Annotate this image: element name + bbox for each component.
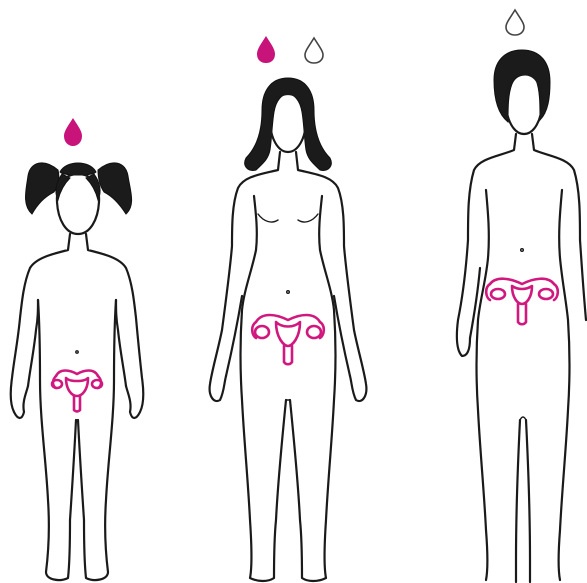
drop-filled-icon <box>257 36 275 63</box>
hair-long <box>245 78 332 170</box>
figure-adult <box>210 36 367 581</box>
drop-empty-icon <box>506 10 524 35</box>
figure-older <box>457 10 586 582</box>
hair-pigtails <box>26 163 132 214</box>
drop-empty-icon <box>305 38 323 63</box>
body-outline <box>457 134 586 356</box>
drop-filled-icon <box>64 118 82 146</box>
body-outline <box>11 234 144 418</box>
uterus-icon <box>486 279 558 325</box>
uterus-icon <box>52 371 102 412</box>
uterus-icon <box>252 315 324 364</box>
figure-child <box>11 118 144 580</box>
